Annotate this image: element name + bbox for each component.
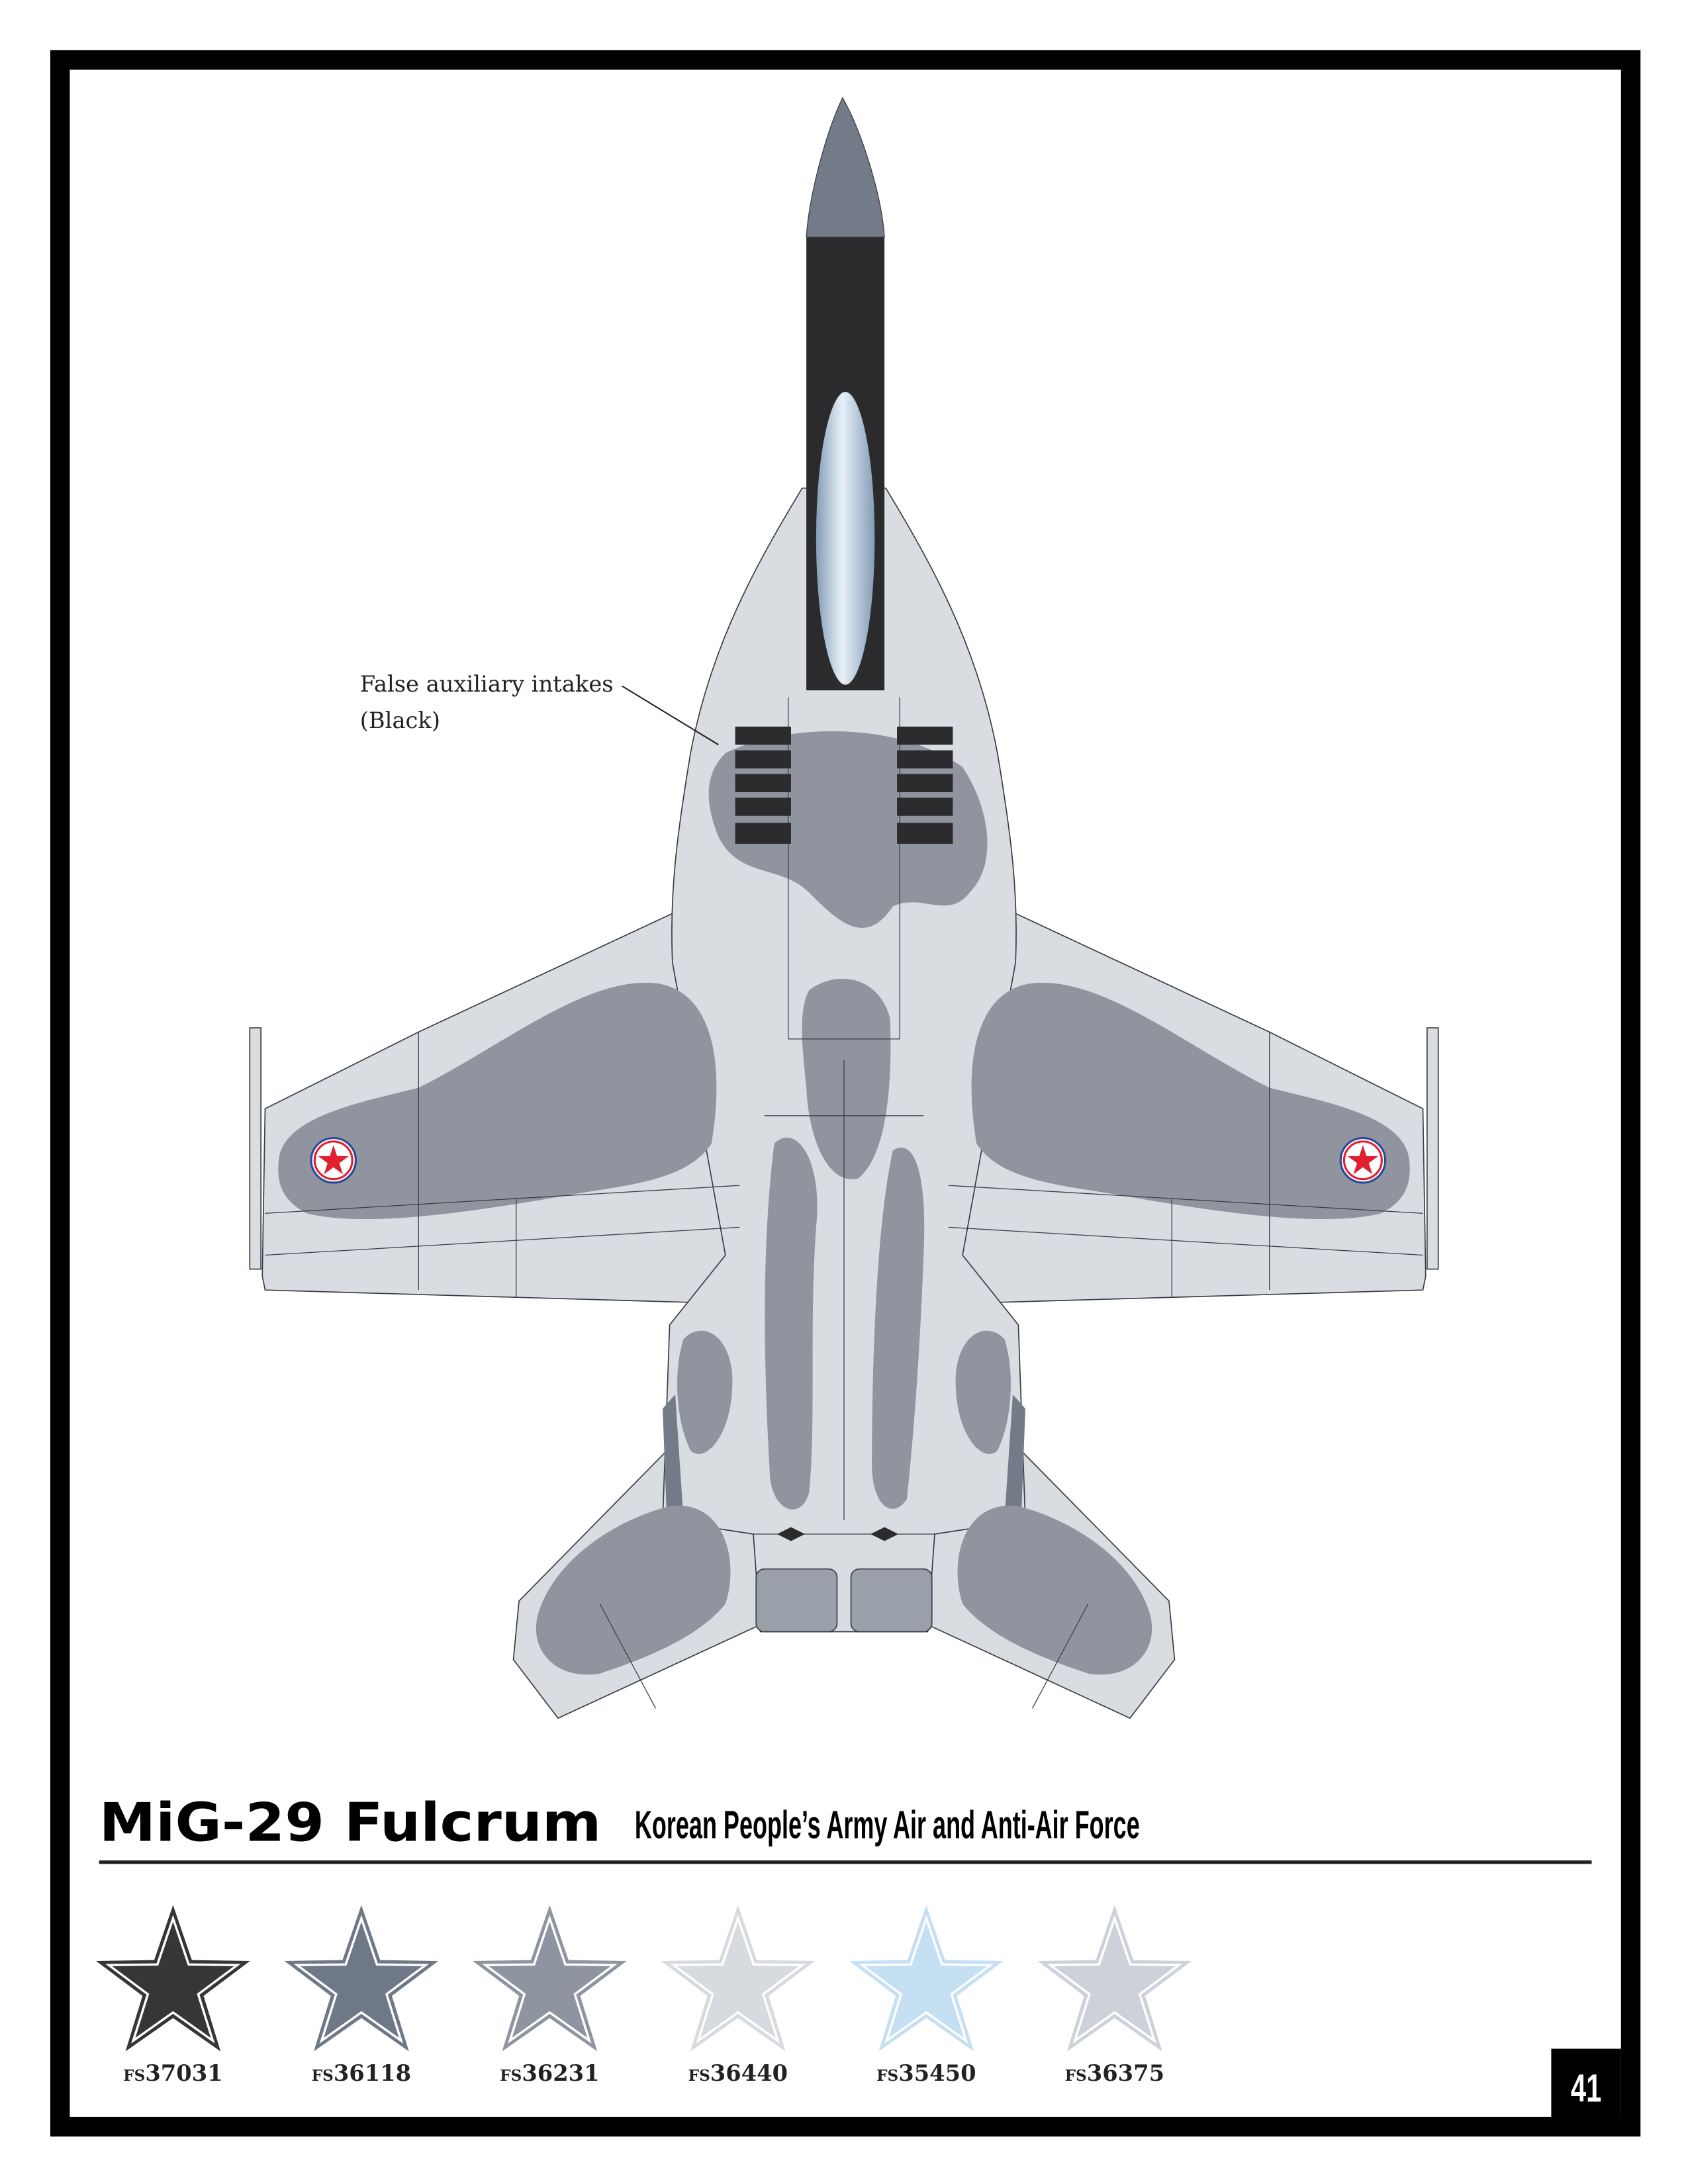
false-auxiliary-intakes — [735, 726, 953, 844]
right-roundel — [1339, 1136, 1387, 1184]
swatch-star — [1053, 1921, 1176, 2038]
swatch-star — [112, 1921, 234, 2038]
swatch-label: FS35450 — [876, 2060, 976, 2086]
swatch-star — [865, 1921, 988, 2038]
swatch-37031: FS37031 — [96, 1905, 250, 2086]
swatch-code: 36440 — [710, 2060, 788, 2086]
swatch-star — [489, 1921, 611, 2038]
swatch-code: 37031 — [145, 2060, 222, 2086]
annotation-label-color: (Black) — [360, 707, 440, 733]
swatch-star — [677, 1921, 799, 2038]
aircraft-illustration — [249, 97, 1439, 1719]
page-frame — [50, 50, 1641, 2137]
swatch-prefix: FS — [876, 2067, 898, 2085]
swatch-36118: FS36118 — [284, 1905, 439, 2086]
swatch-36440: FS36440 — [661, 1905, 816, 2086]
swatch-star — [300, 1921, 422, 2038]
swatch-36375: FS36375 — [1037, 1905, 1192, 2086]
page-title: MiG-29 Fulcrum — [99, 1792, 602, 1854]
page-number: 41 — [1571, 2067, 1601, 2111]
swatch-code: 36231 — [522, 2060, 599, 2086]
swatch-code: 35450 — [898, 2060, 976, 2086]
swatch-label: FS36118 — [312, 2060, 411, 2086]
swatch-code: 36375 — [1087, 2060, 1164, 2086]
title-divider — [99, 1860, 1592, 1864]
swatch-code: 36118 — [334, 2060, 411, 2086]
swatch-label: FS36440 — [688, 2060, 788, 2086]
swatch-prefix: FS — [123, 2067, 145, 2085]
page-number-box — [1551, 2048, 1621, 2118]
swatch-prefix: FS — [312, 2067, 334, 2085]
canopy — [813, 388, 878, 688]
swatch-label: FS37031 — [123, 2060, 222, 2086]
swatch-prefix: FS — [688, 2067, 710, 2085]
nose-cone — [806, 97, 885, 238]
annotation-label: False auxiliary intakes — [360, 671, 614, 697]
swatch-label: FS36231 — [500, 2060, 599, 2086]
swatch-prefix: FS — [500, 2067, 522, 2085]
swatch-label: FS36375 — [1065, 2060, 1164, 2086]
swatch-prefix: FS — [1065, 2067, 1087, 2085]
swatch-36231: FS36231 — [473, 1905, 627, 2086]
swatch-35450: FS35450 — [849, 1905, 1004, 2086]
left-roundel — [310, 1136, 357, 1184]
annotation-leader-line — [622, 685, 719, 746]
page-subtitle: Korean People’s Army Air and Anti-Air Fo… — [635, 1803, 1140, 1846]
